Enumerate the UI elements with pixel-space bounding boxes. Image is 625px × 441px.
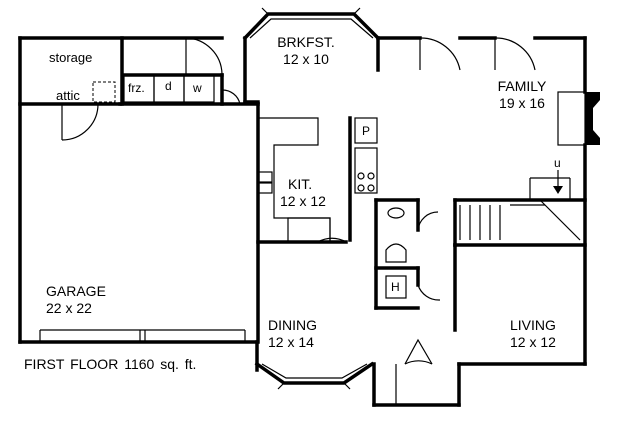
brkfst-label: BRKFST. 12 x 10	[268, 34, 344, 68]
family-size: 19 x 16	[499, 95, 545, 111]
living-name: LIVING	[510, 317, 556, 333]
attic-label: attic	[56, 88, 80, 103]
garage-size: 22 x 22	[46, 300, 92, 316]
brkfst-size: 12 x 10	[283, 51, 329, 67]
dining-label: DINING 12 x 14	[268, 317, 317, 351]
doors	[61, 37, 536, 405]
water-heater-label: H	[391, 280, 400, 294]
storage-label: storage	[49, 50, 93, 65]
washer-label: w	[193, 81, 202, 95]
pantry-label: P	[362, 124, 371, 138]
living-size: 12 x 12	[510, 334, 556, 350]
exterior-walls	[18, 12, 587, 407]
kitchen-counters	[257, 117, 378, 243]
garage-name: GARAGE	[46, 283, 106, 299]
powder-room	[385, 207, 407, 299]
garage-door	[39, 329, 246, 342]
family-label: FAMILY 19 x 16	[482, 78, 562, 112]
stair-up-label: u	[554, 156, 561, 170]
fireplace	[557, 91, 600, 146]
freezer-label: frz.	[128, 81, 145, 95]
interior-walls	[18, 36, 587, 344]
laundry-area	[92, 73, 224, 106]
stairs	[459, 170, 581, 241]
floor-title: FIRST FLOOR 1160 sq. ft.	[24, 356, 197, 372]
living-label: LIVING 12 x 12	[510, 317, 556, 351]
dining-name: DINING	[268, 317, 317, 333]
kitchen-size: 12 x 12	[280, 193, 326, 209]
brkfst-name: BRKFST.	[277, 34, 335, 50]
dryer-label: d	[165, 79, 172, 93]
bay-windows	[249, 7, 374, 390]
kitchen-label: KIT. 12 x 12	[280, 176, 346, 210]
dining-size: 12 x 14	[268, 334, 314, 350]
family-name: FAMILY	[497, 78, 547, 94]
kitchen-name: KIT.	[288, 176, 313, 192]
garage-label: GARAGE 22 x 22	[46, 283, 106, 317]
